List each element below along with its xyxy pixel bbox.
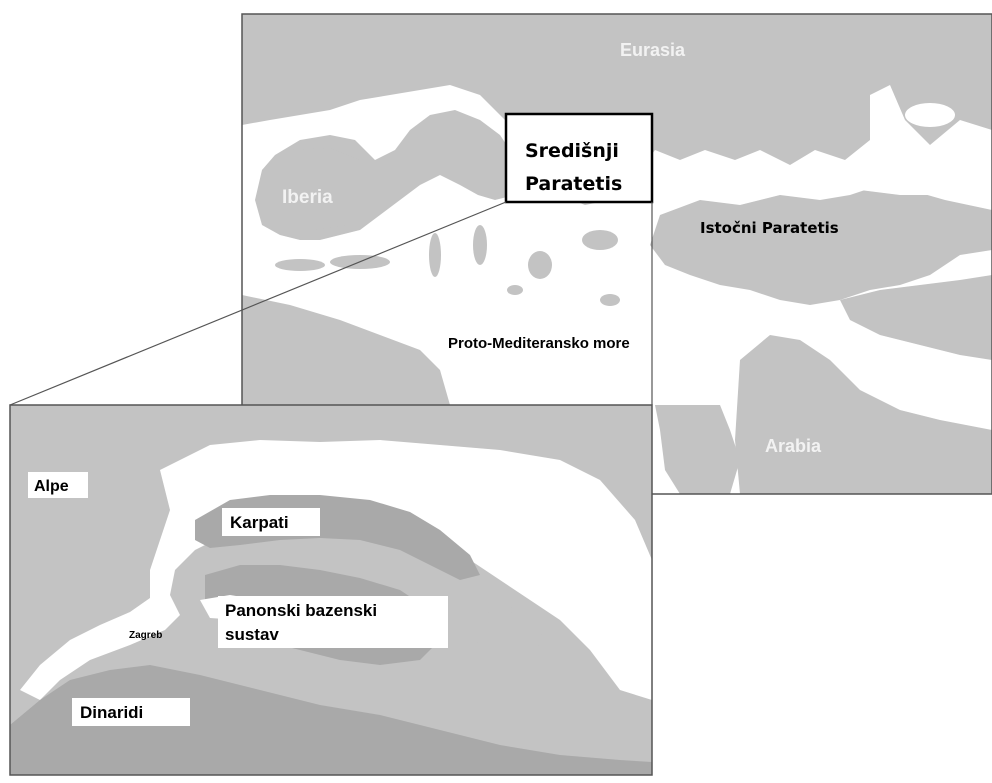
label-arabia: Arabia xyxy=(765,436,822,456)
inset-island xyxy=(462,634,478,646)
label-bg-alpe xyxy=(28,472,88,498)
label-zagreb: Zagreb xyxy=(129,630,162,641)
africa-landmass xyxy=(242,295,450,405)
main-map: Eurasia Iberia Arabia Središnji Parateti… xyxy=(241,13,992,495)
label-eurasia: Eurasia xyxy=(620,40,686,60)
label-proto-mediteransko: Proto-Mediteransko more xyxy=(448,335,630,352)
island xyxy=(600,294,620,306)
inset-map-frame xyxy=(9,404,653,776)
sredisnji-highlight-box xyxy=(504,112,654,204)
label-panonski-line1: Panonski bazenski xyxy=(225,601,377,620)
inset-island xyxy=(563,673,587,687)
island xyxy=(528,251,552,279)
label-karpati: Karpati xyxy=(230,513,289,532)
label-bg-karpati xyxy=(222,508,320,536)
island xyxy=(473,225,487,265)
east-landmass xyxy=(650,185,992,305)
island xyxy=(507,285,523,295)
dinaridi-region xyxy=(10,665,652,775)
inset-island xyxy=(488,602,512,618)
arabia-landmass xyxy=(735,335,992,494)
label-sredisnji-line2: Paratetis xyxy=(525,173,622,195)
island xyxy=(429,233,441,277)
inset-island xyxy=(530,634,550,646)
label-bg-panonski xyxy=(218,596,448,648)
island xyxy=(582,230,618,250)
label-sredisnji-line1: Središnji xyxy=(525,140,619,162)
label-panonski-line2: sustav xyxy=(225,625,279,644)
label-istocni-paratetis: Istočni Paratetis xyxy=(700,219,839,237)
africa-east-landmass xyxy=(655,405,740,494)
anatolia-landmass xyxy=(840,275,992,360)
label-alpe: Alpe xyxy=(34,478,69,495)
label-iberia: Iberia xyxy=(282,187,333,208)
east-sea-strip xyxy=(675,168,940,195)
island xyxy=(275,259,325,271)
inset-map: Alpe Karpati Panonski bazenski sustav Za… xyxy=(9,404,653,776)
inset-island xyxy=(491,674,509,686)
connector-line-left xyxy=(9,201,507,406)
island xyxy=(905,103,955,127)
inset-sea xyxy=(20,440,652,700)
label-dinaridi: Dinaridi xyxy=(80,703,143,722)
iberia-landmass xyxy=(262,148,380,230)
label-bg-dinaridi xyxy=(72,698,190,726)
